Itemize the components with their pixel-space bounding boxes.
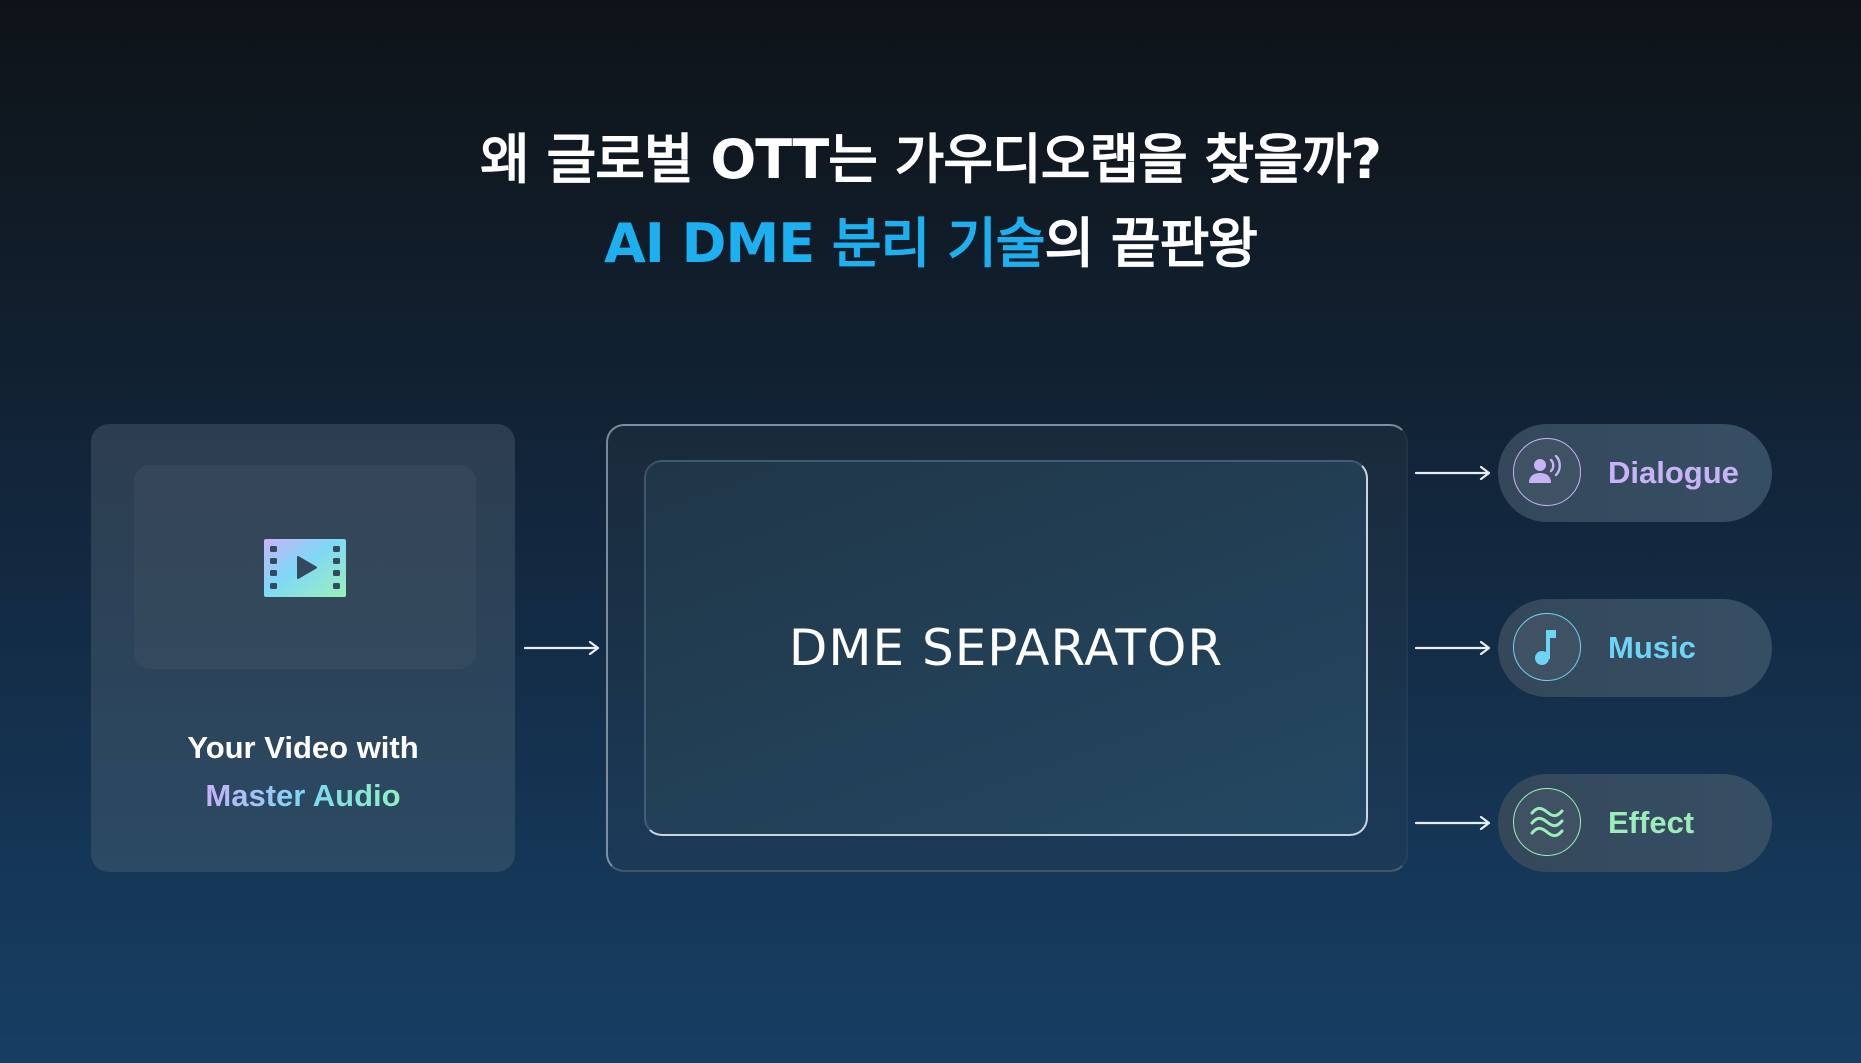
- output-dialogue: Dialogue: [1498, 424, 1772, 522]
- arrow-right-icon: [1415, 641, 1491, 655]
- headline-rest: 의 끝판왕: [1044, 212, 1258, 275]
- headline: 왜 글로벌 OTT는 가우디오랩을 찾을까? AI DME 분리 기술의 끝판왕: [0, 118, 1861, 286]
- arrow-right-icon: [524, 641, 600, 655]
- output-label-music: Music: [1608, 630, 1696, 665]
- video-preview: [134, 465, 476, 669]
- output-label-effect: Effect: [1608, 805, 1695, 840]
- output-music: Music: [1498, 599, 1772, 697]
- arrow-right-icon: [1415, 466, 1491, 480]
- caption-line-1: Your Video with: [187, 730, 419, 765]
- dme-separator-box: DME SEPARATOR: [644, 460, 1368, 836]
- separator-label: DME SEPARATOR: [788, 619, 1224, 677]
- output-effect: Effect: [1498, 774, 1772, 872]
- input-video-card: Your Video with Master Audio: [91, 424, 515, 872]
- input-caption: Your Video with Master Audio: [91, 724, 515, 820]
- film-play-icon: [264, 539, 346, 597]
- waves-icon: [1513, 788, 1581, 856]
- headline-line-1: 왜 글로벌 OTT는 가우디오랩을 찾을까?: [480, 128, 1382, 191]
- arrow-right-icon: [1415, 816, 1491, 830]
- dme-separator-frame: DME SEPARATOR: [606, 424, 1408, 872]
- caption-line-2: Master Audio: [205, 772, 400, 820]
- speaking-person-icon: [1513, 438, 1581, 506]
- headline-accent: AI DME 분리 기술: [604, 212, 1045, 275]
- music-note-icon: [1513, 613, 1581, 681]
- headline-line-2: AI DME 분리 기술의 끝판왕: [0, 202, 1861, 286]
- output-label-dialogue: Dialogue: [1608, 455, 1739, 490]
